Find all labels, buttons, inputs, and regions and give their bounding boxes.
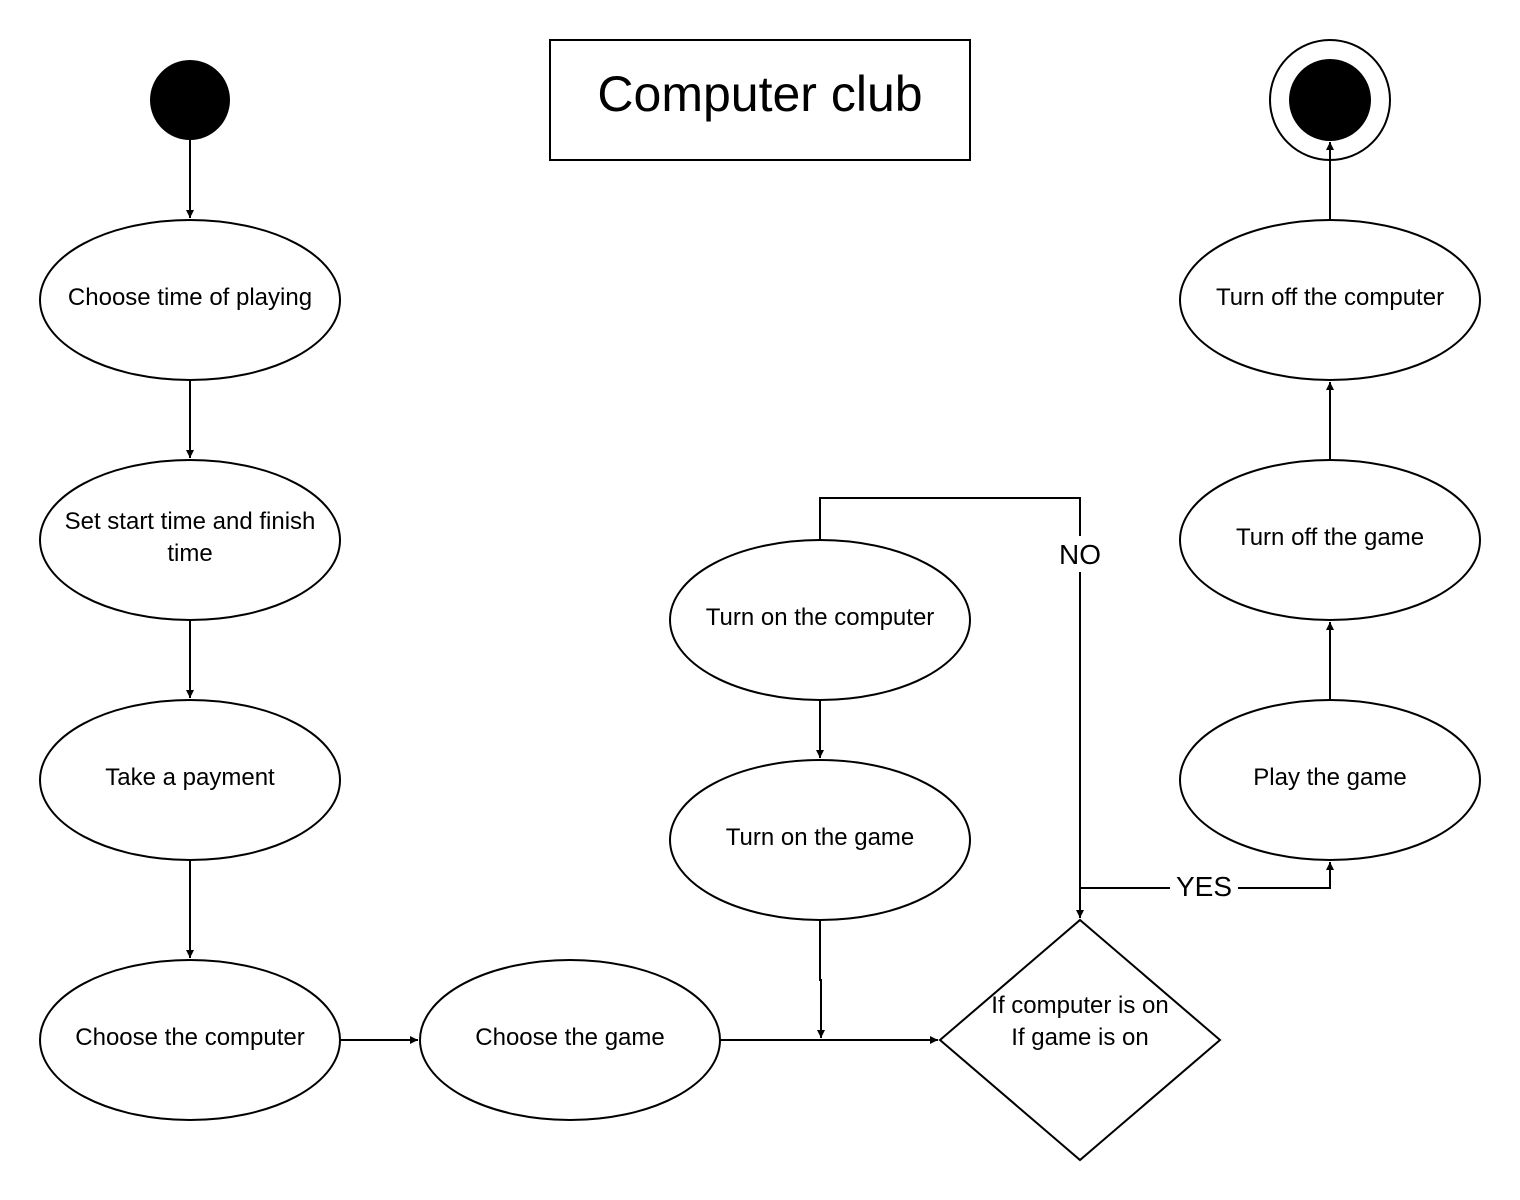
decision-node: If computer is on If game is on xyxy=(938,918,1222,1162)
activity-choose-time: Choose time of playing xyxy=(39,219,341,381)
activity-turn-off-game-label: Turn off the game xyxy=(1236,524,1424,551)
activity-choose-game-shape xyxy=(419,959,721,1121)
activity-turn-on-computer-label: Turn on the computer xyxy=(706,604,935,631)
title-frame xyxy=(549,39,971,161)
no-label: NO xyxy=(1059,539,1101,570)
activity-set-time: Set start time and finish time xyxy=(39,459,341,621)
edge-no-loop xyxy=(819,497,1084,918)
activity-take-payment-label: Take a payment xyxy=(105,764,275,791)
edge-yes-to-play-game xyxy=(1080,862,1334,889)
activity-turn-on-game: Turn on the game xyxy=(669,759,971,921)
activity-choose-time-shape xyxy=(39,219,341,381)
activity-play-game: Play the game xyxy=(1179,699,1481,861)
activity-turn-off-computer-label: Turn off the computer xyxy=(1216,284,1444,311)
title-box: Computer club xyxy=(549,39,971,161)
start-node xyxy=(150,60,230,140)
activity-set-time-label-line1: Set start time and finish xyxy=(65,508,316,535)
activity-turn-off-computer-shape xyxy=(1179,219,1481,381)
diagram-title: Computer club xyxy=(597,66,922,122)
decision-label-line2: If game is on xyxy=(1011,1024,1148,1051)
activity-choose-game-label: Choose the game xyxy=(475,1024,664,1051)
activity-turn-on-computer: Turn on the computer xyxy=(669,539,971,701)
activity-choose-time-label: Choose time of playing xyxy=(68,284,312,311)
activity-turn-off-game-shape xyxy=(1179,459,1481,621)
activity-take-payment: Take a payment xyxy=(39,699,341,861)
activity-choose-computer: Choose the computer xyxy=(39,959,341,1121)
end-node xyxy=(1269,39,1391,161)
edge-turn-on-game-to-main-flow xyxy=(817,920,825,1038)
activity-choose-computer-label: Choose the computer xyxy=(75,1024,304,1051)
activity-turn-off-game: Turn off the game xyxy=(1179,459,1481,621)
decision-diamond xyxy=(938,918,1222,1162)
activity-choose-computer-shape xyxy=(39,959,341,1121)
activity-turn-off-computer: Turn off the computer xyxy=(1179,219,1481,381)
yes-label-background xyxy=(1170,870,1238,904)
no-label-background xyxy=(1052,536,1108,572)
activity-choose-game: Choose the game xyxy=(419,959,721,1121)
activity-play-game-shape xyxy=(1179,699,1481,861)
activity-set-time-shape xyxy=(39,459,341,621)
end-node-inner-dot xyxy=(1289,59,1371,141)
activity-play-game-label: Play the game xyxy=(1253,764,1406,791)
activity-set-time-label-line2: time xyxy=(167,540,212,567)
decision-label-line1: If computer is on xyxy=(991,992,1168,1019)
activity-turn-on-game-shape xyxy=(669,759,971,921)
yes-label: YES xyxy=(1176,871,1232,902)
edge-labels: NO YES xyxy=(1052,536,1238,904)
edges xyxy=(186,140,1334,1044)
activity-turn-on-game-label: Turn on the game xyxy=(726,824,915,851)
activity-turn-on-computer-shape xyxy=(669,539,971,701)
activity-take-payment-shape xyxy=(39,699,341,861)
